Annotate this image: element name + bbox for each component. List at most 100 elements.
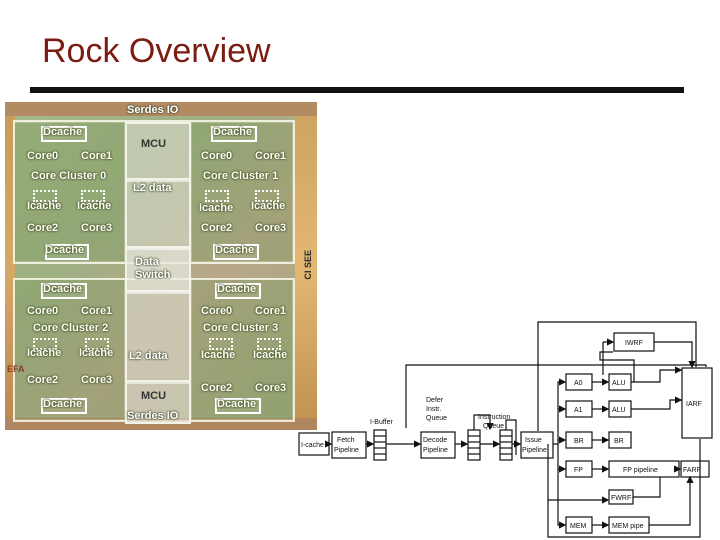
cluster-1-dcache-bottom-box bbox=[213, 244, 259, 260]
icache-label: I-cache bbox=[301, 442, 324, 449]
data-switch-block bbox=[125, 246, 191, 294]
cluster-2-dcache-bottom: Dcache bbox=[43, 398, 83, 410]
fetch-label-2: Pipeline bbox=[334, 447, 359, 454]
defer-label-3: Queue bbox=[426, 415, 447, 422]
mem-pipe-label: MEM pipe bbox=[612, 523, 644, 530]
cluster-1-icache-box-b bbox=[255, 190, 279, 202]
die-top-edge bbox=[5, 102, 317, 116]
defer-queue-stack bbox=[467, 429, 481, 461]
cluster-2-core1: Core1 bbox=[81, 305, 113, 317]
cluster-0-icache-box-a bbox=[33, 190, 57, 202]
serdes-io-top: Serdes IO bbox=[127, 104, 179, 116]
rock-die-photo: Serdes IO Serdes IO MCU MCU L2 data L2 d… bbox=[5, 102, 317, 430]
cluster-0-region bbox=[13, 122, 125, 262]
fetch-pipeline-box bbox=[331, 431, 367, 459]
title-rule bbox=[30, 87, 684, 93]
cluster-3-core2: Core2 bbox=[201, 382, 233, 394]
l2-data-top-label: L2 data bbox=[133, 182, 172, 194]
data-switch-label-1: Data bbox=[135, 256, 159, 268]
instr-queue-label-1: Instruction bbox=[478, 414, 510, 421]
l2-data-bottom-block bbox=[125, 290, 191, 384]
cluster-0-core0: Core0 bbox=[27, 150, 59, 162]
br-1-label: BR bbox=[574, 438, 584, 445]
cluster-0-core1: Core1 bbox=[81, 150, 113, 162]
cluster-0-dcache-bottom-box bbox=[45, 244, 89, 260]
slide-title: Rock Overview bbox=[42, 32, 271, 70]
cluster-2-dcache-top: Dcache bbox=[43, 283, 83, 295]
data-switch-label-2: Switch bbox=[135, 269, 171, 281]
cluster-1-core2: Core2 bbox=[201, 222, 233, 234]
a0-label: A0 bbox=[574, 380, 583, 387]
farf-label: FARF bbox=[683, 467, 701, 474]
cluster-3-icache-a: Icache bbox=[201, 349, 236, 361]
cluster-1-core3: Core3 bbox=[255, 222, 287, 234]
iwrf-label: IWRF bbox=[625, 340, 643, 347]
mcu-bottom-label: MCU bbox=[141, 390, 167, 402]
die-right-edge bbox=[295, 102, 317, 430]
cluster-0-label: Core Cluster 0 bbox=[31, 170, 107, 182]
cluster-3-dcache-bottom: Dcache bbox=[217, 398, 257, 410]
decode-label-2: Pipeline bbox=[423, 447, 448, 454]
cluster-0-dcache-box bbox=[41, 126, 87, 142]
cluster-1-region bbox=[191, 122, 293, 262]
issue-label-1: Issue bbox=[525, 437, 542, 444]
cluster-3-core3: Core3 bbox=[255, 382, 287, 394]
defer-label-1: Defer bbox=[426, 397, 444, 404]
ibuffer-stack bbox=[373, 429, 387, 461]
cluster-1-dcache-bottom: Dcache bbox=[215, 244, 255, 256]
cluster-3-core0: Core0 bbox=[201, 305, 233, 317]
fp-pipeline-label: FP pipeline bbox=[623, 467, 658, 474]
cluster-2-icache-a: Icache bbox=[27, 347, 62, 359]
cluster-1-core0: Core0 bbox=[201, 150, 233, 162]
cluster-1-label: Core Cluster 1 bbox=[203, 170, 279, 182]
cluster-2-dcache-box bbox=[41, 283, 87, 299]
side-left-label: EFA bbox=[7, 364, 25, 374]
ibuffer-label: I-Buffer bbox=[370, 419, 393, 426]
cluster-2-core2: Core2 bbox=[27, 374, 59, 386]
cluster-3-icache-box-a bbox=[209, 338, 233, 350]
fp-label: FP bbox=[574, 467, 583, 474]
cluster-3-icache-box-b bbox=[257, 338, 281, 350]
cluster-0-core2: Core2 bbox=[27, 222, 59, 234]
alu-2-label: ALU bbox=[612, 407, 626, 414]
mcu-top-label: MCU bbox=[141, 138, 167, 150]
cluster-1-icache-a: Icache bbox=[199, 202, 234, 214]
cluster-0-dcache-bottom: Dcache bbox=[45, 244, 85, 256]
cluster-3-dcache-bottom-box bbox=[215, 398, 261, 414]
cluster-0-icache-b: Icache bbox=[77, 200, 112, 212]
cluster-2-label: Core Cluster 2 bbox=[33, 322, 109, 334]
cluster-1-icache-b: Icache bbox=[251, 200, 286, 212]
cluster-3-dcache-top: Dcache bbox=[217, 283, 257, 295]
a1-label: A1 bbox=[574, 407, 583, 414]
cluster-3-icache-b: Icache bbox=[253, 349, 288, 361]
cluster-3-label: Core Cluster 3 bbox=[203, 322, 279, 334]
cluster-1-core1: Core1 bbox=[255, 150, 287, 162]
cluster-0-dcache-top: Dcache bbox=[43, 126, 83, 138]
cluster-2-icache-b: Icache bbox=[79, 347, 114, 359]
mcu-bottom-block bbox=[125, 380, 191, 424]
cluster-0-core3: Core3 bbox=[81, 222, 113, 234]
cluster-2-dcache-bottom-box bbox=[41, 398, 87, 414]
alu-1-label: ALU bbox=[612, 380, 626, 387]
issue-label-2: Pipeline bbox=[522, 447, 547, 454]
cluster-2-icache-box-a bbox=[33, 338, 57, 350]
fetch-label-1: Fetch bbox=[337, 437, 355, 444]
die-left-edge bbox=[5, 102, 15, 430]
br-2-label: BR bbox=[614, 438, 624, 445]
fwrf-label: FWRF bbox=[611, 495, 631, 502]
instruction-queue-stack bbox=[499, 429, 513, 461]
l2-data-top-block bbox=[125, 178, 191, 250]
cluster-1-dcache-top: Dcache bbox=[213, 126, 253, 138]
cluster-1-icache-box-a bbox=[205, 190, 229, 202]
cluster-2-core3: Core3 bbox=[81, 374, 113, 386]
defer-label-2: Instr. bbox=[426, 406, 441, 413]
l2-data-bottom-label: L2 data bbox=[129, 350, 168, 362]
cluster-0-icache-box-b bbox=[81, 190, 105, 202]
cluster-0-icache-a: Icache bbox=[27, 200, 62, 212]
cluster-2-icache-box-b bbox=[85, 338, 109, 350]
cluster-3-dcache-box bbox=[215, 283, 261, 299]
instr-queue-label-2: Queue bbox=[483, 423, 504, 430]
cluster-2-core0: Core0 bbox=[27, 305, 59, 317]
iarf-label: IARF bbox=[686, 401, 702, 408]
